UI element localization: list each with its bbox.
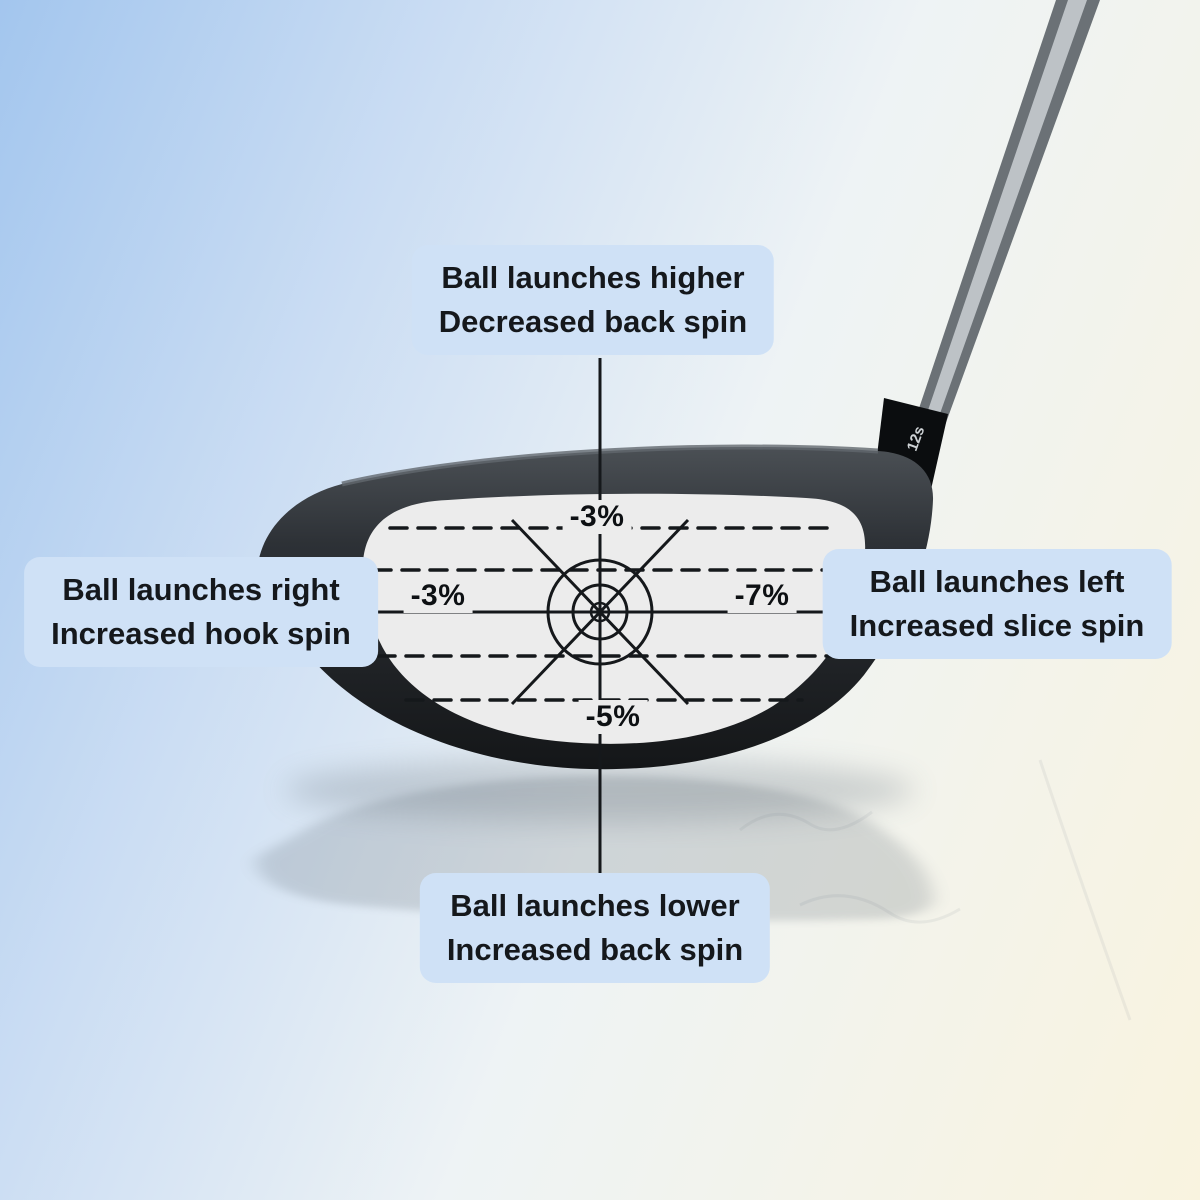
callout-bottom: Ball launches lower Increased back spin <box>419 872 771 984</box>
callout-left: Ball launches right Increased hook spin <box>24 556 378 668</box>
callout-left-line1: Ball launches right <box>62 571 340 607</box>
face-percent-right: -7% <box>727 579 797 613</box>
callout-top-line2: Decreased back spin <box>438 304 748 339</box>
impact-sticker <box>362 493 866 744</box>
callout-left-line2: Increased hook spin <box>51 616 351 651</box>
face-percent-bottom: -5% <box>578 700 648 734</box>
face-percent-top: -3% <box>562 500 632 534</box>
callout-right-line1: Ball launches left <box>869 563 1125 599</box>
callout-top: Ball launches higher Decreased back spin <box>411 244 775 356</box>
face-percent-left: -3% <box>403 579 473 613</box>
callout-top-line1: Ball launches higher <box>441 259 745 295</box>
club-shaft <box>901 0 1100 472</box>
callout-right: Ball launches left Increased slice spin <box>822 548 1172 660</box>
callout-right-line2: Increased slice spin <box>849 608 1145 643</box>
callout-bottom-line1: Ball launches lower <box>450 887 740 923</box>
callout-bottom-line2: Increased back spin <box>446 932 744 967</box>
